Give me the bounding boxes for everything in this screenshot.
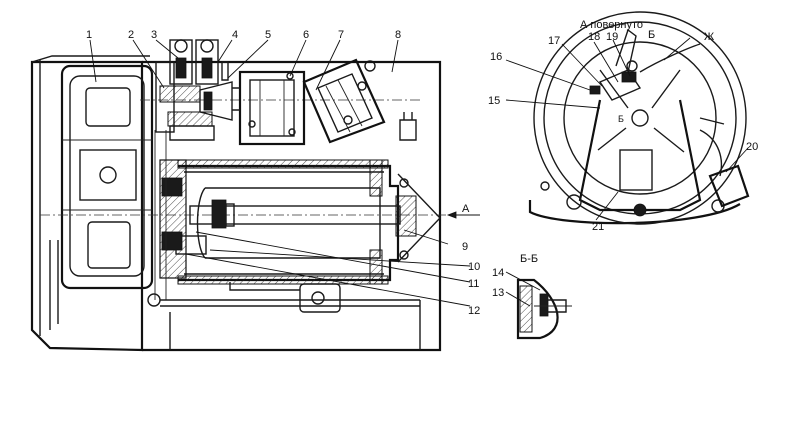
callout-12: 12: [468, 305, 480, 317]
callout-17: 17: [548, 35, 560, 47]
callout-10: 10: [468, 261, 480, 273]
callout-15: 15: [488, 95, 500, 107]
callout-18: 18: [588, 31, 600, 43]
callout-16: 16: [490, 51, 502, 63]
callout-5: 5: [265, 29, 271, 41]
mark-b-label: Б: [618, 114, 624, 124]
callout-7: 7: [338, 29, 344, 41]
callout-8: 8: [395, 29, 401, 41]
callout-2: 2: [128, 29, 134, 41]
section-b-b: [516, 278, 572, 340]
callout-11: 11: [468, 278, 479, 290]
callout-21: 21: [592, 221, 604, 233]
callout-1: 1: [86, 29, 92, 41]
callout-14: 14: [492, 267, 504, 279]
leader-lines: [89, 37, 749, 307]
arrow-a-label: А: [462, 203, 470, 215]
view-a-rotated-label: А повернуто: [580, 19, 643, 31]
callout-20: 20: [746, 141, 758, 153]
callout-6: 6: [303, 29, 309, 41]
view-a-rotated: [528, 11, 750, 225]
section-b-label: Б: [648, 29, 655, 41]
callout-4: 4: [232, 29, 238, 41]
callout-labels: 1 2 3 4 5 6 7 8 9 10 11 12 13 14 15 16 1…: [86, 19, 758, 317]
callout-19: 19: [606, 31, 618, 43]
main-view: [30, 39, 460, 352]
callout-13: 13: [492, 287, 504, 299]
callout-9: 9: [462, 241, 468, 253]
section-b-b-label: Б-Б: [520, 253, 538, 265]
mark-zh-label: Ж: [704, 31, 714, 43]
callout-3: 3: [151, 29, 157, 41]
